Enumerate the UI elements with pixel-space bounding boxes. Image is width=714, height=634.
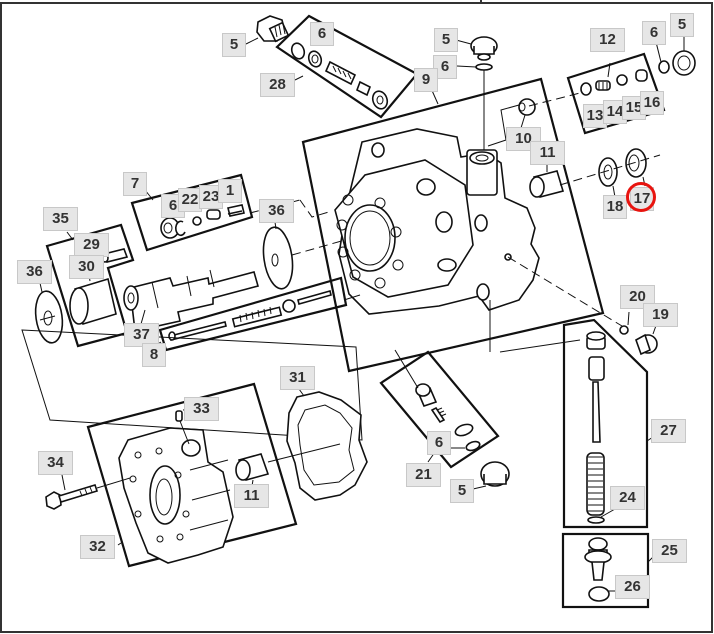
callout-35[interactable]: 35 bbox=[43, 207, 78, 231]
bearing-11-bottom bbox=[235, 453, 270, 481]
valve-25-parts bbox=[584, 537, 612, 602]
callout-24[interactable]: 24 bbox=[610, 486, 645, 510]
callout-11-top[interactable]: 11 bbox=[530, 141, 565, 165]
callout-25[interactable]: 25 bbox=[652, 539, 687, 563]
plug-5-top-middle bbox=[470, 36, 498, 71]
kit-box-7 bbox=[130, 173, 254, 252]
washer-20 bbox=[619, 325, 629, 335]
relief-valve-27-parts bbox=[586, 331, 606, 524]
callout-8[interactable]: 8 bbox=[142, 343, 166, 367]
drive-shaft-37 bbox=[123, 269, 259, 332]
pump-cover-32 bbox=[118, 427, 234, 564]
seal-18 bbox=[598, 157, 618, 187]
callout-6-top-left[interactable]: 6 bbox=[310, 22, 334, 46]
gasket-31 bbox=[286, 391, 368, 501]
callout-22[interactable]: 22 bbox=[178, 188, 202, 212]
callout-5-bottom[interactable]: 5 bbox=[450, 479, 474, 503]
callout-14[interactable]: 14 bbox=[603, 100, 627, 124]
plug-19 bbox=[635, 333, 658, 356]
bushing-30 bbox=[69, 277, 117, 326]
plug-5-top-left bbox=[256, 15, 290, 43]
callout-5-top-right[interactable]: 5 bbox=[670, 13, 694, 37]
callout-27[interactable]: 27 bbox=[651, 419, 686, 443]
callout-1[interactable]: 1 bbox=[218, 179, 242, 203]
kit-28-parts bbox=[290, 42, 389, 110]
callout-28[interactable]: 28 bbox=[260, 73, 295, 97]
kit-21-parts bbox=[415, 383, 481, 452]
callout-36-middle[interactable]: 36 bbox=[259, 199, 294, 223]
housing-box-9 bbox=[301, 77, 605, 373]
thrust-washer-36-middle bbox=[262, 226, 294, 290]
kit-box-12 bbox=[566, 52, 666, 135]
callout-6-kit-21[interactable]: 6 bbox=[427, 431, 451, 455]
seal-17 bbox=[625, 148, 647, 178]
plug-5-top-right bbox=[672, 50, 696, 76]
callout-32[interactable]: 32 bbox=[80, 535, 115, 559]
plug-33 bbox=[175, 410, 183, 422]
callout-33[interactable]: 33 bbox=[184, 397, 219, 421]
callout-26[interactable]: 26 bbox=[615, 575, 650, 599]
callout-17[interactable]: 17 bbox=[630, 187, 654, 211]
callout-16[interactable]: 16 bbox=[640, 91, 664, 115]
callout-6-top-right[interactable]: 6 bbox=[642, 21, 666, 45]
thrust-washer-36-left bbox=[34, 290, 64, 344]
kit-7-parts bbox=[160, 204, 245, 239]
kit-box-25 bbox=[561, 532, 650, 609]
callout-11-bottom[interactable]: 11 bbox=[234, 484, 269, 508]
callout-5-top-left[interactable]: 5 bbox=[222, 33, 246, 57]
callout-19[interactable]: 19 bbox=[643, 303, 678, 327]
kit-box-27 bbox=[562, 318, 649, 529]
part-11-bearing-top bbox=[529, 170, 565, 198]
plug-5-bottom bbox=[480, 461, 510, 487]
callout-7[interactable]: 7 bbox=[123, 172, 147, 196]
callout-9[interactable]: 9 bbox=[414, 68, 438, 92]
bolt-34 bbox=[45, 484, 99, 510]
kit-box-28 bbox=[275, 14, 419, 119]
kit-8-parts bbox=[168, 290, 332, 341]
callout-30[interactable]: 30 bbox=[69, 255, 104, 279]
callout-5-top-middle[interactable]: 5 bbox=[434, 28, 458, 52]
callout-12[interactable]: 12 bbox=[590, 28, 625, 52]
washer-6-top-right bbox=[658, 60, 670, 74]
callout-34[interactable]: 34 bbox=[38, 451, 73, 475]
callout-18[interactable]: 18 bbox=[603, 195, 627, 219]
callout-36-left[interactable]: 36 bbox=[17, 260, 52, 284]
kit-12-parts bbox=[580, 69, 648, 96]
gasket-frame bbox=[21, 329, 363, 441]
kit-box-35 bbox=[45, 223, 135, 348]
callout-31[interactable]: 31 bbox=[280, 366, 315, 390]
part-10-bushing bbox=[518, 98, 536, 116]
pump-housing bbox=[334, 128, 540, 315]
callout-29[interactable]: 29 bbox=[74, 233, 109, 257]
callout-21[interactable]: 21 bbox=[406, 463, 441, 487]
